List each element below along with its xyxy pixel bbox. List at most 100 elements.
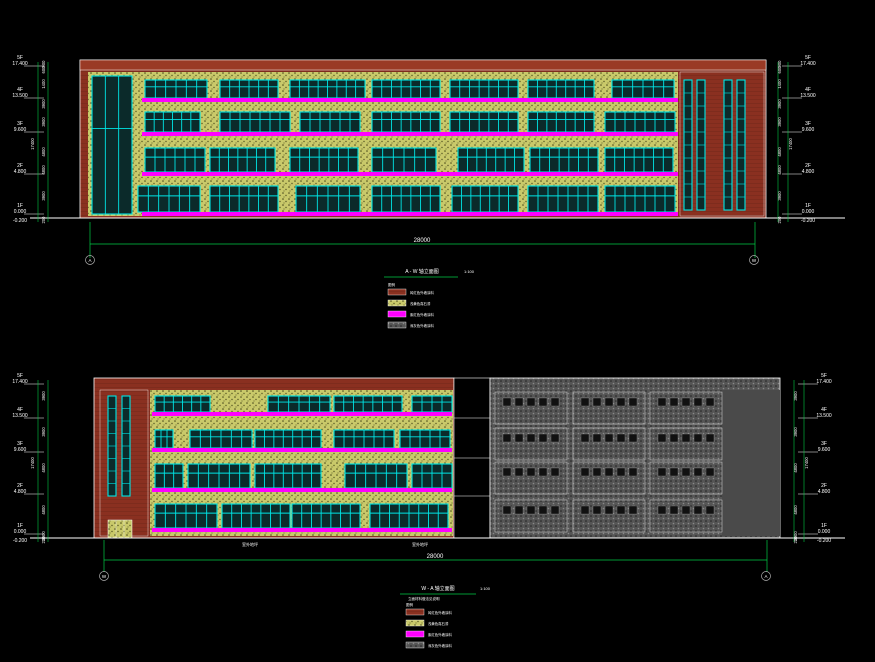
grey-opening-0-1-1 <box>514 433 524 443</box>
level-floor-left-4: 1F <box>17 523 23 529</box>
grey-opening-0-1-4 <box>550 433 560 443</box>
legend-swatch-1 <box>387 299 407 307</box>
level-elev-left-4: 0.000 <box>14 529 27 535</box>
level-floor-right-1: 4F <box>805 87 811 93</box>
vdim-text-right-0: 900 <box>777 60 782 68</box>
grey-opening-1-2-1 <box>592 467 602 477</box>
vdim-text-right-5: 200 <box>793 536 798 544</box>
elevation-scale-top: 1:100 <box>464 269 475 274</box>
grey-opening-1-2-3 <box>616 467 626 477</box>
vdim-text-left-5: 4800 <box>41 147 46 157</box>
axis-bubble-right-bottom <box>761 571 771 581</box>
ground-label-b: 室外地坪 <box>412 541 428 547</box>
axis-label-left-top: A <box>88 258 91 263</box>
level-elev-right-2: 9.600 <box>818 447 831 453</box>
vdim-text-left-5: 200 <box>41 536 46 544</box>
window-top-r0-3 <box>371 79 441 99</box>
window-group-bottom <box>107 395 453 529</box>
vdim-text-right-3: 3900 <box>777 99 782 109</box>
grey-opening-0-3-3 <box>538 505 548 515</box>
grey-bay-1-2 <box>572 461 646 495</box>
window-bottom-r0-2 <box>333 395 403 413</box>
grey-opening-2-3-0 <box>657 505 667 515</box>
vdim-text-left-3: 4800 <box>41 505 46 515</box>
grey-opening-2-2-0 <box>657 467 667 477</box>
level-elev-left-2: 9.600 <box>14 447 27 453</box>
level-elev-left-0: 17.400 <box>12 379 28 385</box>
grey-opening-0-2-1 <box>514 467 524 477</box>
vdim-text-right-2: 1400 <box>777 79 782 89</box>
grey-opening-1-1-3 <box>616 433 626 443</box>
level-floor-left-1: 4F <box>17 87 23 93</box>
vdim-text-right-0: 3900 <box>793 391 798 401</box>
vdim-text-right-4: 3900 <box>793 531 798 541</box>
grey-opening-2-0-3 <box>693 397 703 407</box>
legend-label-0: 砖红色外墙涂料 <box>428 610 452 615</box>
vdim-text-left-8: 200 <box>41 216 46 224</box>
level-elev-left-2: 9.600 <box>14 127 27 133</box>
grey-opening-0-0-4 <box>550 397 560 407</box>
curtain-wall-top <box>91 75 133 215</box>
level-elev-right-3: 4.800 <box>818 489 831 495</box>
legend-swatch-3 <box>405 641 425 649</box>
window-top-r0-5 <box>527 79 595 99</box>
level-elev-left-0: 17.400 <box>12 61 28 67</box>
level-floor-right-2: 3F <box>805 121 811 127</box>
level-floor-left-4: 1F <box>17 203 23 209</box>
vdim-text-right-7: 3900 <box>777 191 782 201</box>
grey-bay-1-0 <box>572 391 646 425</box>
vdim-text-left-7: 3900 <box>41 191 46 201</box>
vdim-text-left-2: 4800 <box>41 463 46 473</box>
grey-opening-0-3-4 <box>550 505 560 515</box>
grey-opening-1-1-1 <box>592 433 602 443</box>
vdim-text-left-3: 3900 <box>41 99 46 109</box>
level-floor-right-4: 1F <box>821 523 827 529</box>
vdim-text-right-4: 3900 <box>777 117 782 127</box>
level-elev-right-0: 17.400 <box>800 61 816 67</box>
legend-swatch-0 <box>405 608 425 616</box>
level-floor-right-4: 1F <box>805 203 811 209</box>
total-height-right: 17400 <box>804 457 809 469</box>
window-top-r2-2 <box>289 147 359 173</box>
level-markers-bottom: 5F17.4005F17.4004F13.5004F13.5003F9.6003… <box>12 373 832 544</box>
grey-opening-1-3-4 <box>628 505 638 515</box>
window-bottom-r1-4 <box>399 429 451 449</box>
level-elev-right-0: 17.400 <box>816 379 832 385</box>
magenta-band-bottom-1 <box>152 448 452 452</box>
grey-bay-1-3 <box>572 499 646 533</box>
grey-opening-1-0-4 <box>628 397 638 407</box>
grey-bay-0-1 <box>494 427 568 461</box>
vdim-text-right-8: 200 <box>777 216 782 224</box>
vdim-text-left-0: 3900 <box>41 391 46 401</box>
grey-opening-1-2-4 <box>628 467 638 477</box>
level-floor-left-0: 5F <box>17 55 23 61</box>
level-floor-right-3: 2F <box>805 163 811 169</box>
legend-label-3: 深灰色外墙涂料 <box>428 643 452 648</box>
vdim-text-right-6: 4800 <box>777 165 782 175</box>
level-elev-right-2: 9.600 <box>802 127 815 133</box>
grey-bay-0-3 <box>494 499 568 533</box>
grey-bay-2-0 <box>649 391 723 425</box>
window-top-r3-4 <box>451 185 519 213</box>
magenta-band-top-3 <box>142 212 678 216</box>
grey-opening-1-1-4 <box>628 433 638 443</box>
total-height-left: 17400 <box>30 138 35 150</box>
grey-opening-2-3-3 <box>693 505 703 515</box>
window-bottom-r2-2 <box>254 463 322 489</box>
elevation-title-bottom: W - A 轴立面图 <box>421 585 454 592</box>
grey-opening-2-1-4 <box>705 433 715 443</box>
legend-swatch-1 <box>405 619 425 627</box>
axis-bubble-left-top <box>85 255 95 265</box>
grey-opening-2-0-1 <box>669 397 679 407</box>
level-floor-left-2: 3F <box>17 121 23 127</box>
axis-label-right-top: W <box>752 258 757 263</box>
level-elev-right-1: 13.500 <box>816 413 832 419</box>
window-top-r1-3 <box>371 111 441 133</box>
level-elev-left-1: 13.500 <box>12 93 28 99</box>
magenta-band-bottom-3 <box>152 528 452 532</box>
window-top-r2-1 <box>209 147 276 173</box>
grey-opening-2-0-0 <box>657 397 667 407</box>
